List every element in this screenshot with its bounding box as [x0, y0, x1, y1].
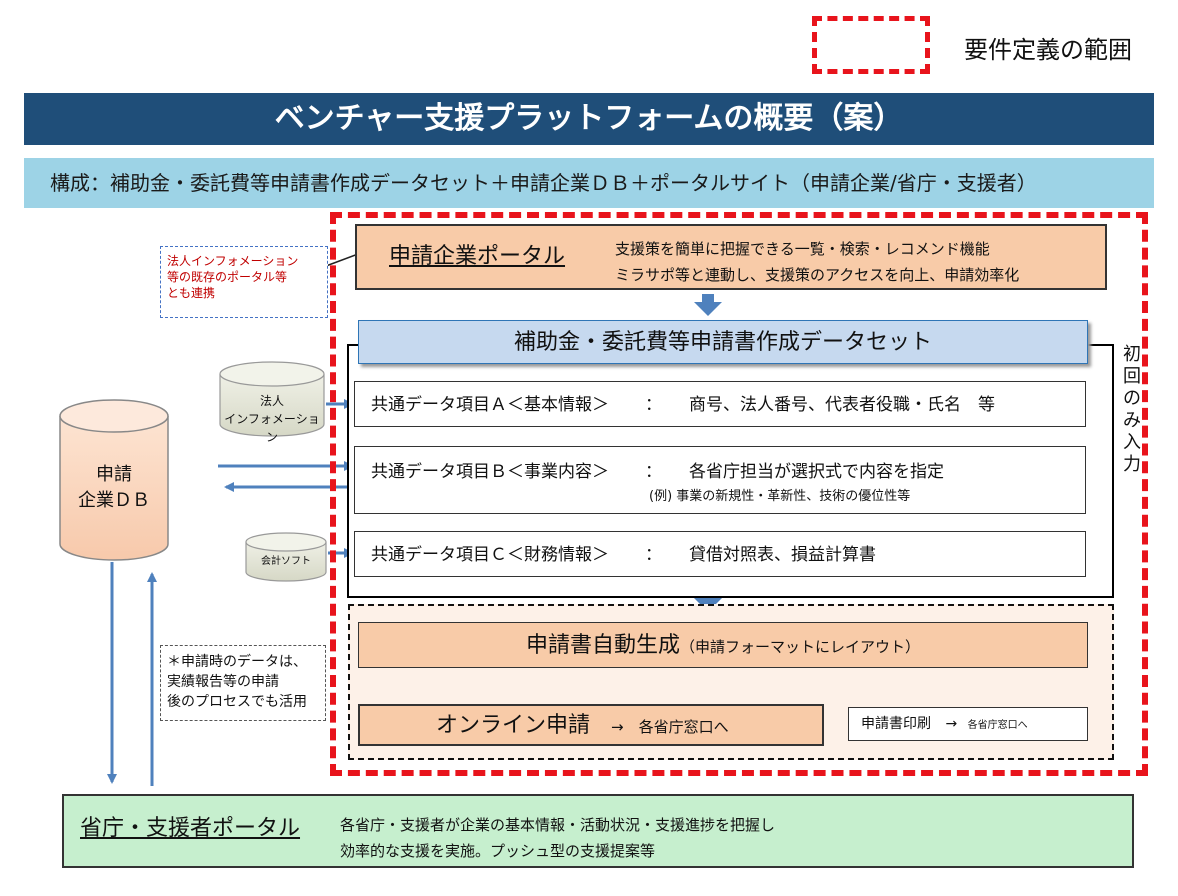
applicant-portal-desc2: ミラサポ等と連動し、支援策のアクセスを向上、申請効率化	[615, 266, 1020, 284]
data-item-a-colon: ：	[645, 395, 662, 415]
print-application-dest: 各省庁窓口へ	[967, 720, 1028, 731]
gov-portal-title: 省庁・支援者ポータル	[80, 816, 301, 841]
data-item-b-example: (例) 事業の新規性・革新性、技術の優位性等	[649, 489, 911, 504]
print-application-box: 申請書印刷 → 各省庁窓口へ	[848, 707, 1088, 741]
dataset-title: 補助金・委託費等申請書作成データセット	[358, 320, 1088, 364]
applicant-portal-title: 申請企業ポータル	[389, 244, 566, 269]
auto-generate-sub: （申請フォーマットにレイアウト）	[680, 638, 921, 656]
applicant-db-cylinder	[59, 399, 169, 561]
houjin-info-cylinder	[219, 361, 325, 437]
data-item-b-desc: 各省庁担当が選択式で内容を指定	[689, 462, 944, 482]
online-application-title: オンライン申請	[436, 713, 591, 738]
page-title: ベンチャー支援プラットフォームの概要（案）	[24, 93, 1154, 145]
data-item-c-desc: 貸借対照表、損益計算書	[689, 545, 876, 565]
accounting-software-cylinder	[245, 532, 327, 582]
arrow-dataset-to-autogen	[694, 590, 722, 612]
applicant-db-label: 申請企業ＤＢ	[78, 464, 150, 511]
data-item-a: 共通データ項目Ａ＜基本情報＞ ： 商号、法人番号、代表者役職・氏名 等	[354, 381, 1086, 427]
requirements-scope-outline	[330, 212, 1148, 776]
data-item-a-name: 共通データ項目Ａ＜基本情報＞	[371, 395, 609, 415]
first-time-only-label: 初回のみ入力	[1123, 344, 1141, 475]
data-item-c: 共通データ項目Ｃ＜財務情報＞ ： 貸借対照表、損益計算書	[354, 531, 1086, 577]
auto-generate-box: 申請書自動生成（申請フォーマットにレイアウト）	[358, 622, 1088, 668]
gov-portal-desc2: 効率的な支援を実施。プッシュ型の支援提案等	[340, 842, 656, 860]
online-application-dest: 各省庁窓口へ	[638, 718, 729, 736]
data-item-b-colon: ：	[645, 462, 662, 482]
data-item-c-name: 共通データ項目Ｃ＜財務情報＞	[371, 545, 609, 565]
print-application-title: 申請書印刷	[861, 716, 931, 732]
data-item-b-name: 共通データ項目Ｂ＜事業内容＞	[371, 462, 609, 482]
arrow-portal-to-dataset	[694, 294, 722, 316]
houjin-link-note: 法人インフォメーション等の既存のポータル等とも連携	[160, 246, 328, 318]
data-reuse-note: ＊申請時のデータは、実績報告等の申請後のプロセスでも活用	[160, 645, 326, 721]
auto-generate-title: 申請書自動生成	[525, 633, 680, 658]
houjin-info-label: 法人インフォメーション	[224, 394, 320, 444]
applicant-portal-box: 申請企業ポータル 支援策を簡単に把握できる一覧・検索・レコメンド機能 ミラサポ等…	[355, 224, 1107, 290]
data-item-c-colon: ：	[645, 545, 662, 565]
accounting-software-label: 会計ソフト	[261, 556, 311, 567]
applicant-portal-desc1: 支援策を簡単に把握できる一覧・検索・レコメンド機能	[615, 240, 990, 258]
composition-bar: 構成：補助金・委託費等申請書作成データセット＋申請企業ＤＢ＋ポータルサイト（申請…	[24, 158, 1154, 208]
online-application-arrow: →	[611, 718, 624, 736]
print-application-arrow: →	[945, 716, 958, 732]
data-item-a-desc: 商号、法人番号、代表者役職・氏名 等	[689, 395, 995, 415]
data-item-b: 共通データ項目Ｂ＜事業内容＞ ： 各省庁担当が選択式で内容を指定 (例) 事業の…	[354, 446, 1086, 514]
online-application-box: オンライン申請 → 各省庁窓口へ	[358, 704, 824, 746]
gov-portal-desc1: 各省庁・支援者が企業の基本情報・活動状況・支援進捗を把握し	[340, 816, 776, 834]
scope-legend-swatch	[812, 16, 930, 74]
scope-legend-label: 要件定義の範囲	[964, 36, 1132, 64]
gov-supporter-portal-box: 省庁・支援者ポータル 各省庁・支援者が企業の基本情報・活動状況・支援進捗を把握し…	[62, 794, 1134, 868]
